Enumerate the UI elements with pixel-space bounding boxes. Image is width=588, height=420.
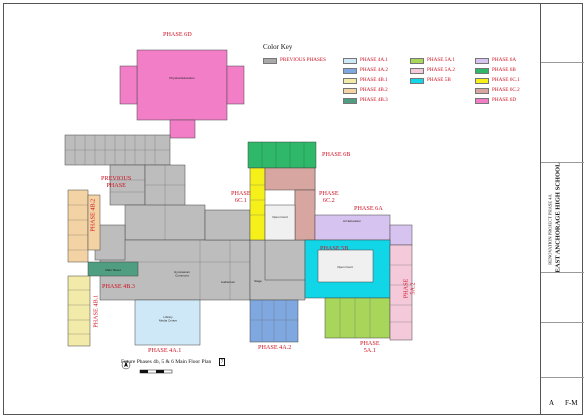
legend-label-6b: PHASE 6B [492,67,516,73]
floor-plan: Physical Education Gymnas [64,49,413,374]
north-arrow-icon [121,360,131,370]
legend-swatch-6c2 [475,88,489,94]
legend-swatch-4b1 [343,78,357,84]
school-name: EAST ANCHORAGE HIGH SCHOOL [554,162,562,273]
phase-label-4b2: PHASE 4B.2 [89,198,97,232]
phase-4a2-area [249,299,299,343]
room-label-art-education: Art Education [343,219,361,223]
project-name: RENOVATION PROJECT PHASE 4A [547,194,553,265]
legend-swatch-5a2 [410,68,424,74]
legend-label-previous: PREVIOUS PHASES [280,57,326,63]
phase-4b3-area: Main Street [87,261,139,277]
legend-label-6c1: PHASE 6C.1 [492,77,520,83]
legend-swatch-6c1 [475,78,489,84]
legend-label-4a1: PHASE 4A.1 [360,57,388,63]
scale-bar [139,369,173,374]
legend-label-6a: PHASE 6A [492,57,517,63]
title-block-sheet-row [541,378,584,415]
legend-label-4b3: PHASE 4B.3 [360,97,388,103]
plan-caption: Future Phases 4b, 5 & 6 Main Floor Plan … [121,358,226,366]
phase-label-5a1: PHASE 5A.1 [360,340,380,354]
legend-swatch-5a1 [410,58,424,64]
phase-5a1-area [324,297,391,339]
phase-6d-area: Physical Education [119,49,245,139]
phase-5b-area: Open Court [304,239,391,299]
legend-label-6c2: PHASE 6C.2 [492,87,520,93]
room-label-auditorium: Auditorium [221,280,236,284]
title-block-revisions-row [541,323,584,378]
legend-swatch-4a1 [343,58,357,64]
legend-swatch-6d [475,98,489,104]
phase-label-previous: PREVIOUS PHASE [101,175,132,189]
phase-label-6d: PHASE 6D [163,31,192,38]
legend-swatch-previous [263,58,277,64]
phase-label-6a: PHASE 6A [354,205,383,212]
legend-label-5b: PHASE 5B [427,77,451,83]
phase-label-4a2: PHASE 4A.2 [258,344,292,351]
room-label-main-street: Main Street [105,268,121,272]
legend-label-4a2: PHASE 4A.2 [360,67,388,73]
legend-swatch-4a2 [343,68,357,74]
phase-label-5b: PHASE 5B [320,245,349,252]
plan-caption-number: 7 [218,358,226,366]
legend-title: Color Key [263,43,293,51]
phase-label-6b: PHASE 6B [322,151,351,158]
legend-swatch-6b [475,68,489,74]
phase-label-4b3: PHASE 4B.3 [102,283,136,290]
phase-label-5a2: PHASE 5A.2 [402,278,416,299]
sheet-border [3,3,583,415]
title-block-keyplan-row [541,273,584,323]
legend-label-6d: PHASE 6D [492,97,517,103]
legend-label-4b1: PHASE 4B.1 [360,77,388,83]
room-label-open-court-2: Open Court [337,265,353,269]
sheet-letter: A [549,399,555,407]
room-label-open-court-1: Open Court [272,215,288,219]
phase-6c1-area [249,167,266,241]
phase-6c2-area: Open Court [264,167,316,241]
legend-swatch-4b2 [343,88,357,94]
legend-label-4b2: PHASE 4B.2 [360,87,388,93]
legend-swatch-5b [410,78,424,84]
phase-label-4b1: PHASE 4B.1 [92,294,100,328]
phase-4b1-area [67,275,91,347]
phase-label-6c2: PHASE 6C.2 [319,190,339,204]
room-label-physical-education: Physical Education [169,76,195,80]
legend-label-5a2: PHASE 5A.2 [427,67,455,73]
phase-label-6c1: PHASE 6C.1 [231,190,251,204]
phase-5a2-area [389,244,413,341]
previous-phase-rooms [65,135,250,300]
plan-caption-text: Future Phases 4b, 5 & 6 Main Floor Plan [121,359,212,365]
legend-label-5a1: PHASE 5A.1 [427,57,455,63]
phase-label-4a1: PHASE 4A.1 [148,347,182,354]
legend-swatch-6a [475,58,489,64]
title-block: EAST ANCHORAGE HIGH SCHOOL RENOVATION PR… [540,3,584,415]
sheet-number: F-M [565,399,578,407]
title-block-architect-row [541,63,584,163]
title-block-logo-row [541,3,584,63]
room-label-stage: Stage [254,279,262,283]
title-block-project-row [541,163,584,273]
legend-swatch-4b3 [343,98,357,104]
phase-6b-area [247,141,317,169]
phase-4b2-area [67,189,101,263]
